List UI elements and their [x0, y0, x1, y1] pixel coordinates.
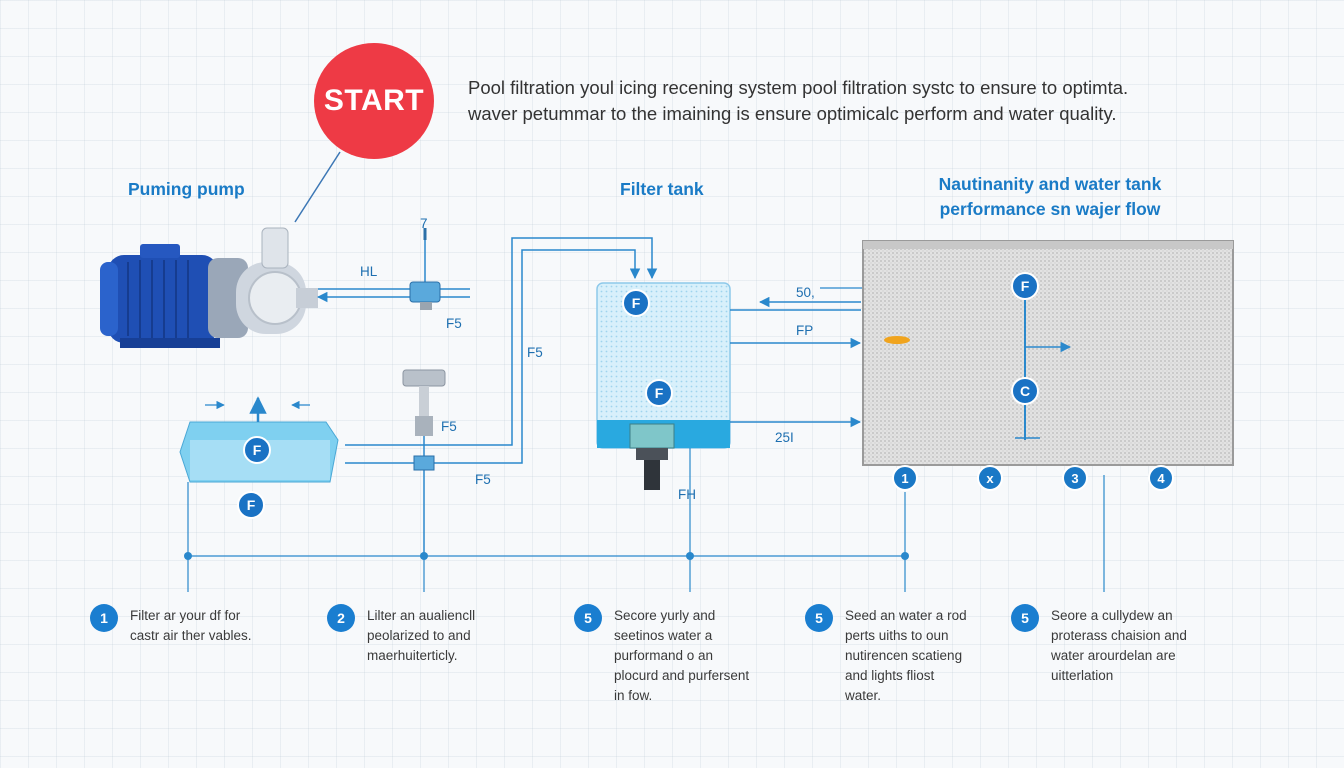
step-5-text: Seore a cullydew an proterass chaision a… — [1051, 606, 1187, 686]
below-vessel-marker[interactable]: F — [237, 491, 265, 519]
step-4-line: perts uiths to oun — [845, 628, 949, 643]
tank-number-3[interactable]: 3 — [1062, 465, 1088, 491]
step-3-line: plocurd and purfersent — [614, 668, 750, 683]
tank-number-2[interactable]: x — [977, 465, 1003, 491]
step-4-line: and lights fliost — [845, 668, 935, 683]
start-pointer-line — [294, 151, 341, 223]
tank-number-1[interactable]: 1 — [892, 465, 918, 491]
step-3-line: Secore yurly and — [614, 608, 716, 623]
step-3-line: purformand o an — [614, 648, 714, 663]
gauge-valve — [402, 369, 446, 556]
step-5-number[interactable]: 5 — [1011, 604, 1039, 632]
pump-title: Puming pump — [128, 179, 245, 199]
label-25: 25I — [775, 430, 794, 445]
step-4-line: nutirencen scatieng — [845, 648, 963, 663]
step-2-line: peolarized to and — [367, 628, 471, 643]
step-5-line: proterass chaision and — [1051, 628, 1187, 643]
label-fp: FP — [796, 323, 814, 338]
filter-top-marker[interactable]: F — [622, 289, 650, 317]
intro-line-1: Pool filtration youl icing recening syst… — [468, 77, 1129, 98]
step-1-text: Filter ar your df for castr air ther vab… — [130, 606, 252, 646]
inline-valve — [409, 228, 441, 310]
label-hl: HL — [360, 264, 378, 279]
water-tank-title-line-2: performance sn wajer flow — [939, 199, 1161, 219]
step-1-number[interactable]: 1 — [90, 604, 118, 632]
step-2-line: Lilter an aualiencll — [367, 608, 476, 623]
filter-tank-illustration — [596, 282, 731, 560]
step-3: 5 Secore yurly and seetinos water a purf… — [574, 604, 799, 714]
step-2: 2 Lilter an aualiencll peolarized to and… — [327, 604, 552, 714]
tank-top-marker[interactable]: F — [1011, 272, 1039, 300]
step-4-line: water. — [845, 688, 882, 703]
step-1: 1 Filter ar your df for castr air ther v… — [90, 604, 315, 714]
label-f5-pipe: F5 — [527, 345, 543, 360]
start-badge[interactable]: START — [314, 43, 434, 159]
large-water-tank — [862, 240, 1234, 592]
step-3-text: Secore yurly and seetinos water a purfor… — [614, 606, 749, 706]
step-4-line: Seed an water a rod — [845, 608, 967, 623]
pump-top-marker: 7 — [420, 216, 428, 231]
step-2-number[interactable]: 2 — [327, 604, 355, 632]
step-4-number[interactable]: 5 — [805, 604, 833, 632]
step-3-line: seetinos water a — [614, 628, 713, 643]
filter-mid-marker[interactable]: F — [645, 379, 673, 407]
step-4: 5 Seed an water a rod perts uiths to oun… — [805, 604, 1030, 714]
step-5-line: uitterlation — [1051, 668, 1114, 683]
pump-illustration — [100, 227, 318, 348]
tank-c-marker[interactable]: C — [1011, 377, 1039, 405]
label-f5-lower: F5 — [475, 472, 491, 487]
label-f5-valve: F5 — [446, 316, 462, 331]
intro-line-2: waver petummar to the imaining is ensure… — [468, 103, 1117, 124]
water-tank-title-line-1: Nautinanity and water tank — [938, 174, 1162, 194]
label-f5-gauge: F5 — [441, 419, 457, 434]
step-1-line: castr air ther vables. — [130, 628, 252, 643]
tank-number-4[interactable]: 4 — [1148, 465, 1174, 491]
step-5-line: water arourdelan are — [1051, 648, 1176, 663]
step-2-line: maerhuiterticly. — [367, 648, 458, 663]
filter-tank-title: Filter tank — [620, 179, 704, 199]
intro-text: Pool filtration youl icing recening syst… — [468, 75, 1228, 127]
step-5: 5 Seore a cullydew an proterass chaision… — [1011, 604, 1236, 714]
step-4-text: Seed an water a rod perts uiths to oun n… — [845, 606, 967, 706]
water-tank-title: Nautinanity and water tank performance s… — [880, 172, 1220, 222]
step-5-line: Seore a cullydew an — [1051, 608, 1173, 623]
label-50: 50, — [796, 285, 815, 300]
label-fh: FH — [678, 487, 696, 502]
vessel-marker[interactable]: F — [243, 436, 271, 464]
step-1-line: Filter ar your df for — [130, 608, 241, 623]
step-3-line: in fow. — [614, 688, 653, 703]
step-2-text: Lilter an aualiencll peolarized to and m… — [367, 606, 475, 666]
step-3-number[interactable]: 5 — [574, 604, 602, 632]
